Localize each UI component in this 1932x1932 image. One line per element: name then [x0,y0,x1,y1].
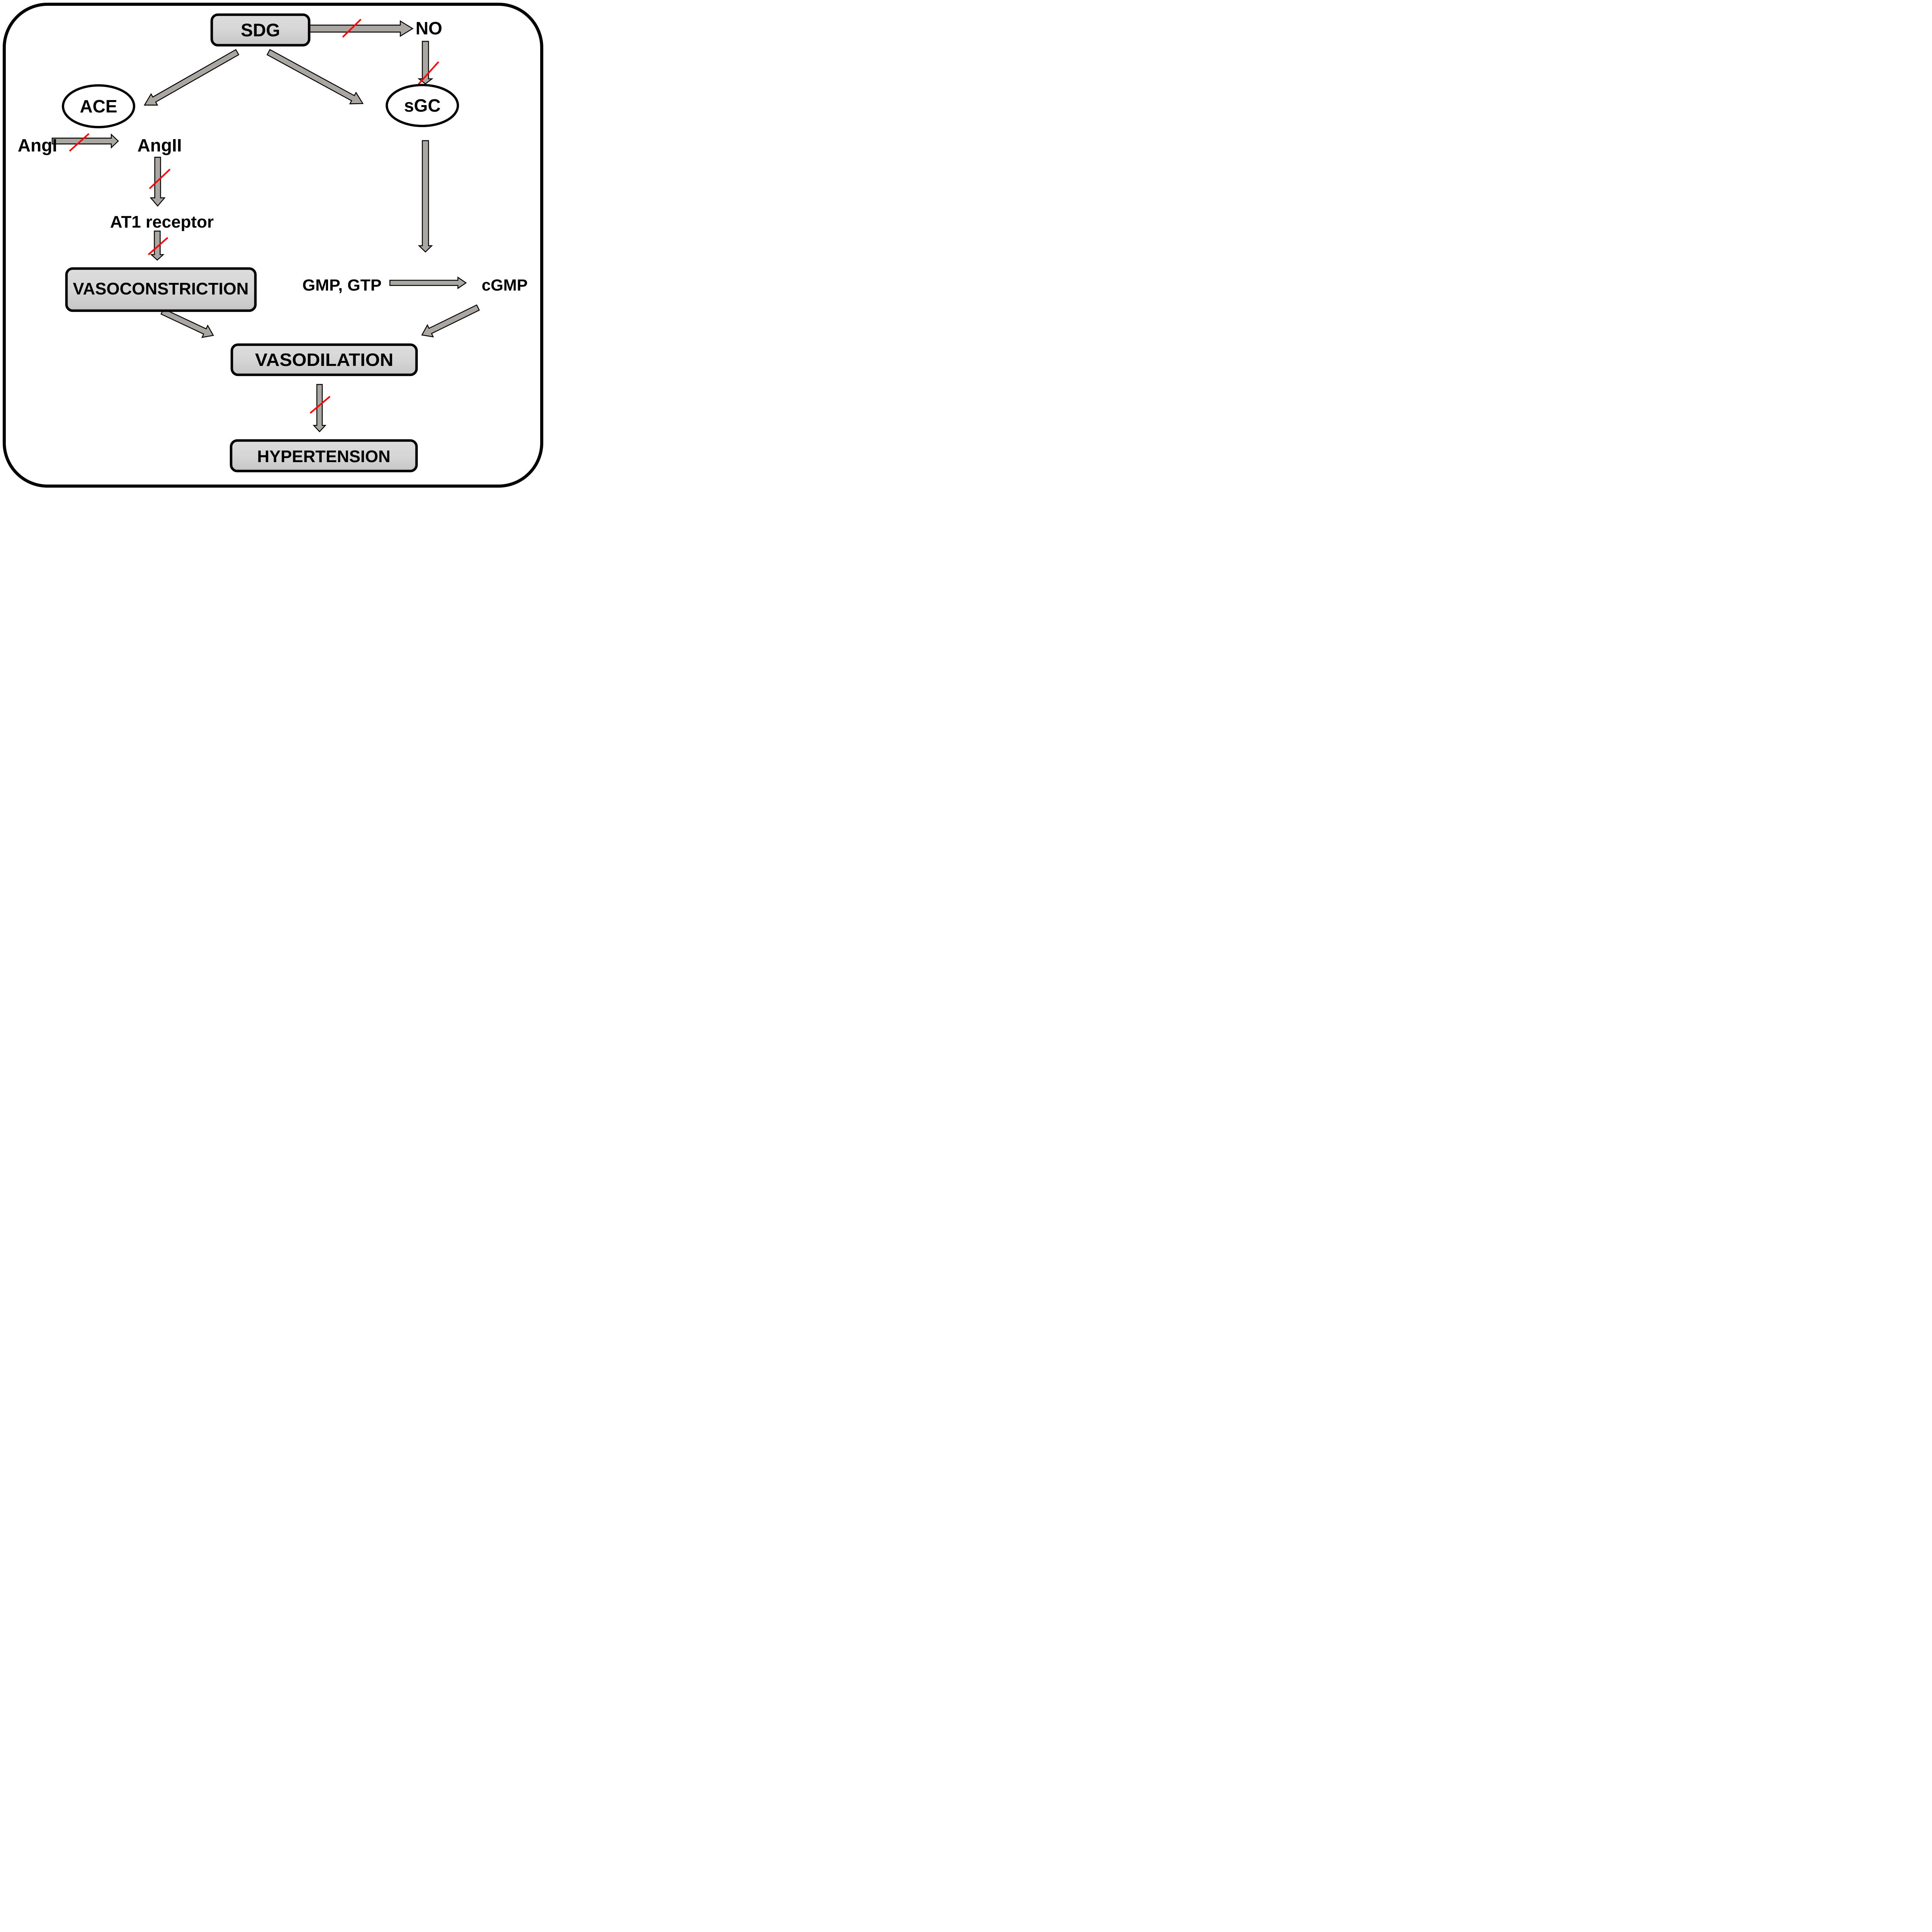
inhibition-slash-icon-at1-to-vasoconstriction [148,237,168,255]
arrow-sdg-to-ace [143,49,240,106]
vasodilation-box [230,343,418,376]
inhibition-slash-icon-angii-to-at1 [149,168,171,189]
ace-ellipse [62,84,135,128]
vasodilation-label: VASODILATION [255,350,393,370]
arrow-sgc-to-gmp [418,140,433,253]
inhibition-slash-icon-angi-to-angii [69,133,90,152]
arrow-cgmp-to-vasodilation [421,304,480,338]
inhibition-slash-icon-vasodilation-to-hypertension [310,396,331,414]
arrow-gmp-to-cgmp [389,276,467,289]
arrow-vasoconstriction-to-vasodilation [160,308,214,338]
vasoconstriction-box [65,267,257,312]
at1-receptor-label: AT1 receptor [110,213,214,231]
inhibition-slash-icon-sdg-to-no [342,19,362,38]
arrow-angi-to-angii [51,133,119,149]
angii-label: AngII [138,135,182,155]
angi-label: AngI [18,135,57,155]
arrow-vasodilation-to-hypertension [313,384,327,432]
sdg-label: SDG [241,20,280,40]
arrow-at1-to-vasoconstriction [150,230,165,261]
arrow-sdg-to-sgc [266,49,364,104]
hypertension-label: HYPERTENSION [257,447,391,466]
vasoconstriction-label: VASOCONSTRICTION [73,279,249,298]
no-label: NO [416,18,442,38]
sdg-box [210,13,311,47]
arrow-layer [51,19,480,432]
ace-label: ACE [80,96,117,116]
arrow-sdg-to-no [308,20,414,37]
hypertension-box [230,439,418,473]
sgc-label: sGC [404,95,441,116]
pathway-figure: SDG NO ACE sGC AngI AngII AT1 receptor V… [0,0,546,490]
cgmp-label: cGMP [481,276,527,294]
figure-border-frame [3,3,543,488]
inhibition-slash-icon-no-to-sgc [418,61,439,85]
sgc-ellipse [386,84,459,127]
arrow-no-to-sgc [417,41,434,85]
pathway-canvas: SDG NO ACE sGC AngI AngII AT1 receptor V… [3,3,543,488]
gmp-gtp-label: GMP, GTP [303,276,382,294]
